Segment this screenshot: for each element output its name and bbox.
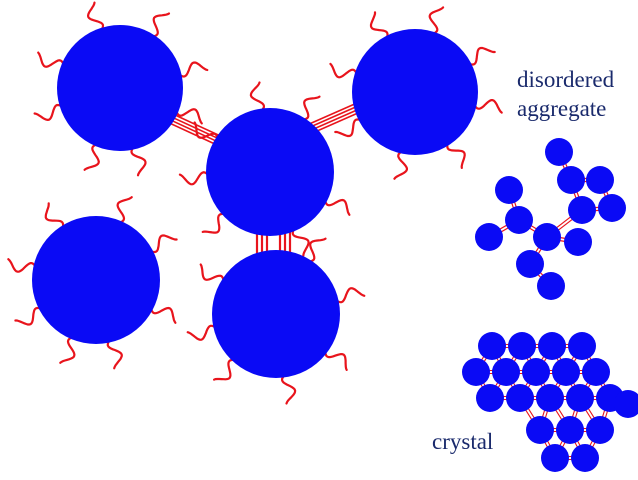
aggregate-particle xyxy=(475,223,503,251)
large-particles xyxy=(32,25,478,378)
ligand-strand xyxy=(393,149,408,180)
crystal-particle xyxy=(478,332,506,360)
ligand-strand xyxy=(304,237,327,264)
ligand-strand xyxy=(174,107,203,125)
crystal-particle xyxy=(556,416,584,444)
aggregate-particle xyxy=(586,166,614,194)
linker-line xyxy=(311,103,362,128)
disordered-label: disordered xyxy=(517,67,615,92)
aggregate-particle xyxy=(568,196,596,224)
large-particle-ligands xyxy=(7,1,503,405)
crystal-particle xyxy=(538,332,566,360)
linker-line xyxy=(312,106,363,131)
aggregate-particle xyxy=(537,272,565,300)
particle-bottom-center xyxy=(212,250,340,378)
particle-top-left xyxy=(57,25,183,151)
ligand-strand xyxy=(334,118,365,138)
ligand-strand xyxy=(193,121,220,144)
crystal-particle xyxy=(568,332,596,360)
ligand-strand xyxy=(472,99,503,114)
ligand-strand xyxy=(332,287,366,304)
ligand-strand xyxy=(201,212,229,234)
disordered-aggregate xyxy=(475,138,626,300)
aggregate-particle xyxy=(545,138,573,166)
crystal-particle xyxy=(522,358,550,386)
ligand-strand xyxy=(281,372,297,405)
ligand-strand xyxy=(175,61,209,78)
linker-bond xyxy=(309,100,365,134)
ligand-strand xyxy=(148,12,171,38)
ligand-strand xyxy=(149,304,177,324)
ligand-strand xyxy=(59,335,77,364)
ligand-strand xyxy=(115,196,133,225)
crystal-particle xyxy=(552,358,580,386)
ligand-strand xyxy=(86,1,105,34)
ligand-strand xyxy=(14,306,46,326)
crystal-particle xyxy=(508,332,536,360)
crystal-particle xyxy=(586,416,614,444)
ligand-strand xyxy=(106,336,123,370)
ligand-strand xyxy=(37,51,66,69)
crystal-particle xyxy=(614,390,638,418)
ligand-strand xyxy=(369,11,389,42)
ligand-strand xyxy=(199,263,226,286)
aggregate-particle xyxy=(505,206,533,234)
ligand-strand xyxy=(323,196,351,216)
crystal-particle xyxy=(541,444,569,472)
linker-line xyxy=(313,109,365,134)
crystal-particle xyxy=(536,384,564,412)
crystal-label: crystal xyxy=(432,429,493,454)
aggregate-particle xyxy=(516,250,544,278)
ligand-strand xyxy=(324,347,348,371)
ligand-strand xyxy=(249,81,265,114)
crystal-particle xyxy=(492,358,520,386)
crystal-particle xyxy=(571,444,599,472)
ligand-strand xyxy=(83,142,101,171)
crystal-lattice xyxy=(462,332,638,472)
ligand-strand xyxy=(213,358,239,381)
particle-top-right xyxy=(352,29,478,155)
crystal-particle xyxy=(462,358,490,386)
aggregate-particle xyxy=(564,228,592,256)
ligand-strand xyxy=(130,143,147,177)
ligand-strand xyxy=(329,62,360,79)
ligand-strand xyxy=(33,103,66,122)
crystal-particle xyxy=(476,384,504,412)
aggregate-particle xyxy=(533,223,561,251)
ligand-strand xyxy=(178,171,212,186)
ligand-strand xyxy=(465,46,496,66)
ligand-strand xyxy=(7,258,38,273)
linker-line xyxy=(168,118,222,145)
particle-center xyxy=(206,108,334,236)
linker-line xyxy=(167,121,221,148)
aggregate-particle xyxy=(557,166,585,194)
ligand-strand xyxy=(291,225,310,257)
crystal-particle xyxy=(526,416,554,444)
ligand-strand xyxy=(428,6,445,37)
ligand-strand xyxy=(186,324,220,341)
ligand-strand xyxy=(446,139,466,169)
aggregate-particle xyxy=(598,194,626,222)
ligand-strand xyxy=(298,95,321,122)
aggregate-particle xyxy=(495,176,523,204)
aggregate-label: aggregate xyxy=(517,96,606,121)
ligand-strand xyxy=(44,202,65,232)
crystal-particle xyxy=(566,384,594,412)
ligand-strand xyxy=(146,234,178,254)
particle-bottom-left xyxy=(32,216,160,344)
crystal-particle xyxy=(506,384,534,412)
linker-line xyxy=(309,100,361,125)
crystal-particle xyxy=(582,358,610,386)
